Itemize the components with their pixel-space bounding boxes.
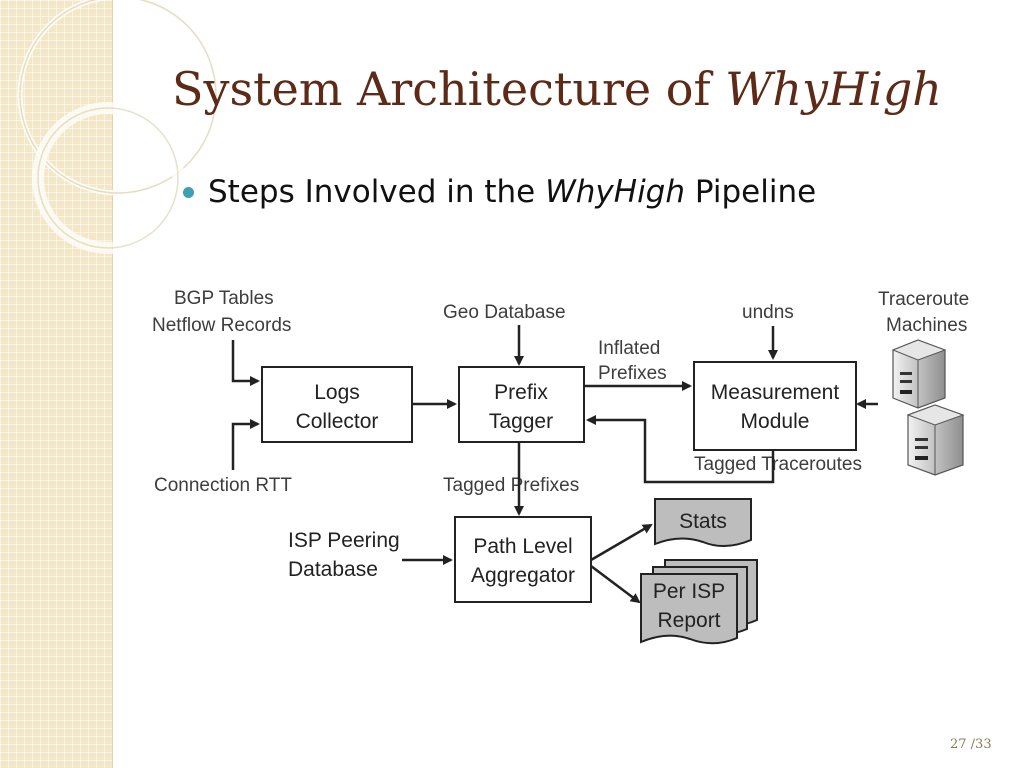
path-level-aggregator-box bbox=[454, 516, 592, 603]
path-level-aggregator-label-line2: Aggregator bbox=[471, 564, 575, 587]
per-isp-report-label-line1: Per ISP bbox=[653, 580, 725, 603]
bgp-tables-label: BGP Tables bbox=[174, 288, 274, 309]
measurement-module-label-line2: Module bbox=[741, 410, 810, 433]
bullet-suffix: Pipeline bbox=[685, 174, 817, 210]
prefix-tagger-box bbox=[458, 366, 585, 443]
page-number: 27 /33 bbox=[950, 737, 992, 752]
inflated-prefixes-label-line2: Prefixes bbox=[598, 363, 667, 384]
isp-peering-label-line2: Database bbox=[288, 558, 378, 581]
netflow-records-label: Netflow Records bbox=[152, 315, 291, 336]
isp-peering-label-line1: ISP Peering bbox=[288, 529, 400, 552]
prefix-tagger-label-line2: Tagger bbox=[489, 410, 553, 433]
decorative-circles bbox=[17, 0, 219, 254]
connection-rtt-label: Connection RTT bbox=[154, 475, 292, 496]
bgp-to-logs-arrow bbox=[231, 340, 260, 386]
rtt-to-logs-arrow bbox=[231, 419, 260, 470]
stats-label: Stats bbox=[679, 510, 727, 533]
bullet-dot-icon bbox=[183, 186, 194, 198]
aggregator-to-stats-arrow bbox=[590, 523, 653, 562]
per-isp-report-label-line2: Report bbox=[657, 609, 720, 632]
stats-document-icon bbox=[654, 498, 752, 547]
prefix-tagger-label-line1: Prefix bbox=[494, 381, 548, 404]
title-prefix: System Architecture of bbox=[172, 62, 726, 116]
bullet-prefix: Steps Involved in the bbox=[208, 174, 546, 210]
title-emphasis: WhyHigh bbox=[725, 62, 942, 116]
logs-collector-label-line2: Collector bbox=[296, 410, 379, 433]
inflated-prefixes-label-line1: Inflated bbox=[598, 338, 660, 359]
undns-label: undns bbox=[742, 302, 794, 323]
bullet-item: Steps Involved in the WhyHigh Pipeline bbox=[183, 174, 816, 210]
slide-title: System Architecture of WhyHigh bbox=[172, 62, 942, 116]
traceroute-machines-label-line1: Traceroute bbox=[878, 289, 969, 310]
measurement-module-label-line1: Measurement bbox=[711, 381, 840, 404]
report-document-front-icon bbox=[640, 573, 738, 645]
logs-collector-label-line1: Logs bbox=[314, 381, 360, 404]
server-icon bbox=[891, 339, 947, 409]
measurement-module-box bbox=[693, 361, 857, 451]
traceroutes-to-tagger-arrow bbox=[586, 415, 775, 484]
aggregator-to-report-arrow bbox=[590, 565, 641, 604]
path-level-aggregator-label-line1: Path Level bbox=[473, 535, 572, 558]
bullet-emphasis: WhyHigh bbox=[545, 174, 686, 210]
logs-collector-box bbox=[261, 366, 413, 443]
geo-database-label: Geo Database bbox=[443, 302, 566, 323]
traceroute-machines-label-line2: Machines bbox=[886, 315, 967, 336]
tagged-traceroutes-label: Tagged Traceroutes bbox=[694, 454, 862, 475]
server-icon bbox=[906, 404, 965, 476]
tagged-prefixes-label: Tagged Prefixes bbox=[443, 475, 579, 496]
